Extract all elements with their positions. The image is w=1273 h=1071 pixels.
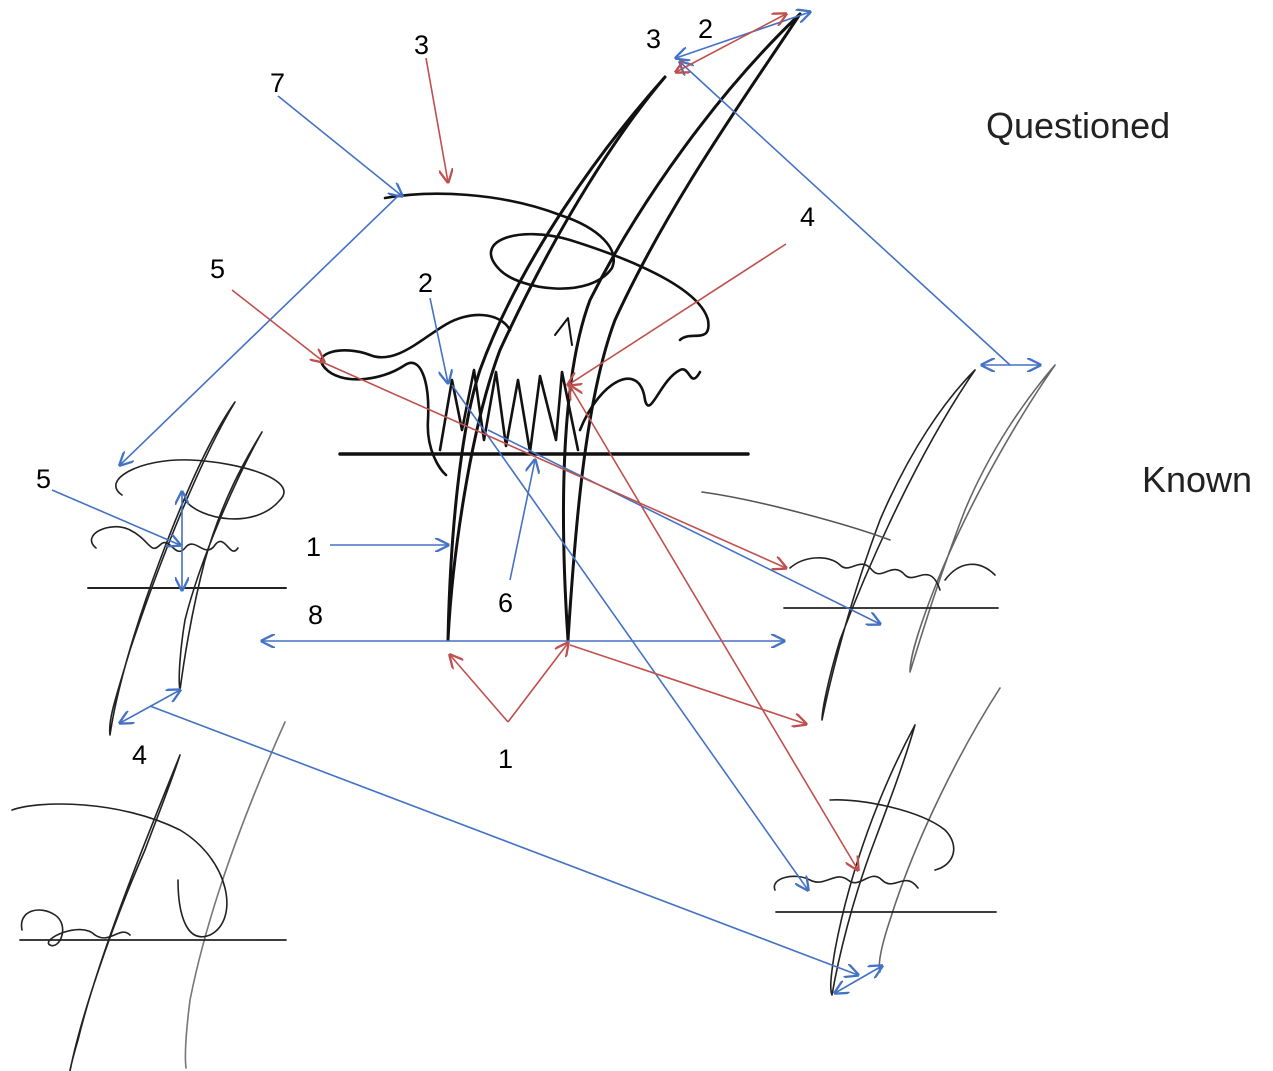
label-3-top: 3	[646, 24, 661, 54]
label-4-left: 4	[132, 740, 147, 770]
known-signature-left-bottom	[11, 721, 287, 1071]
arrow-4-to-known	[570, 386, 858, 870]
label-2-mid: 2	[418, 268, 433, 298]
arrow-6	[509, 460, 535, 581]
arrow-2-top-link	[676, 12, 810, 58]
arrow-2-red-top	[676, 14, 786, 72]
arrow-7-to-known	[120, 195, 399, 465]
label-4-top: 4	[800, 202, 815, 232]
arrow-5-to-known	[321, 361, 786, 568]
blue-comparison-arrows	[51, 12, 1040, 993]
arrow-7-pointer	[277, 95, 402, 196]
label-8: 8	[308, 600, 323, 630]
arrow-1-to-known	[569, 644, 806, 724]
label-5-top: 5	[210, 254, 225, 284]
label-6: 6	[498, 588, 513, 618]
questioned-label: Questioned	[986, 105, 1170, 146]
arrow-4-to-known	[149, 705, 858, 975]
arrow-q-to-known-right	[487, 429, 880, 624]
arrow-3-left	[425, 57, 448, 182]
known-label: Known	[1142, 459, 1252, 500]
arrow-known-bottom	[835, 966, 882, 993]
known-signature-right-bottom	[773, 687, 1001, 996]
label-5-left: 5	[36, 464, 51, 494]
label-7: 7	[270, 68, 285, 98]
arrow-2-mid-pointer	[429, 297, 448, 383]
questioned-signature	[320, 12, 802, 642]
arrow-1-bottom-left	[450, 655, 509, 723]
marker-labels: 3 3 2 7 4 5 2 1 6 8 1 5 4	[36, 14, 815, 774]
arrow-2-mid-to-known	[451, 384, 808, 890]
arrow-3-to-known	[680, 62, 1011, 366]
arrow-4-pointer	[568, 243, 787, 385]
arrow-5-pointer	[231, 289, 324, 362]
label-1-left: 1	[306, 532, 321, 562]
label-2-top: 2	[698, 14, 713, 44]
arrow-1-bottom-right	[507, 643, 568, 723]
arrow-5-left	[51, 489, 180, 545]
red-comparison-arrows	[231, 14, 858, 870]
label-3-left: 3	[414, 30, 429, 60]
known-signature-right-top	[701, 364, 1056, 721]
known-signature-left-top	[87, 401, 287, 736]
label-1-bottom: 1	[498, 744, 513, 774]
